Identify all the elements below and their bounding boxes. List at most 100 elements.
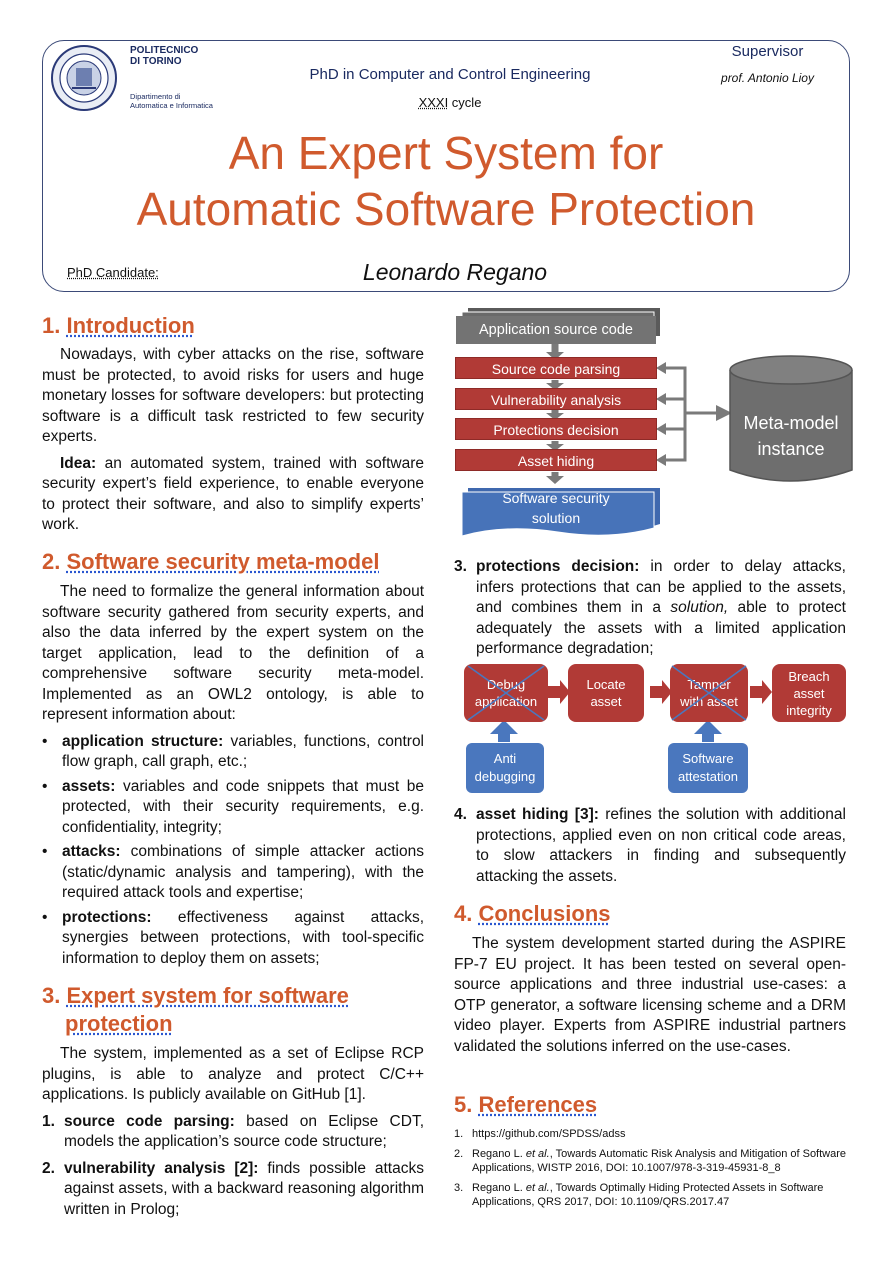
output-solution-card: Software security solution xyxy=(456,488,656,528)
expert-step: 2.vulnerability analysis [2]: finds poss… xyxy=(42,1159,424,1221)
intro-title: Introduction xyxy=(66,313,195,338)
bullet-text: variables and code snippets that must be… xyxy=(62,777,424,836)
poster-title-line2: Automatic Software Protection xyxy=(136,183,756,235)
bullet-text: variables, functions, control flow graph… xyxy=(62,732,425,771)
conclusions-number: 4. xyxy=(454,901,473,926)
db-connector-arrows xyxy=(660,366,718,462)
reference-citation: , Towards Automatic Risk Analysis and Mi… xyxy=(472,1148,847,1174)
node-debug-line1: Debug xyxy=(486,677,526,692)
node-attest-line1: Software xyxy=(682,751,734,766)
meta-paragraph: The need to formalize the general inform… xyxy=(42,583,424,723)
connector-head-vuln xyxy=(656,393,666,405)
header-frame xyxy=(42,40,850,292)
references-list: 1. https://github.com/SPDSS/adss 2. Regano… xyxy=(454,1127,846,1215)
conclusions-paragraph: The system development started during th… xyxy=(454,935,846,1055)
poster-title-line1: An Expert System for xyxy=(228,127,664,179)
meta-text: The need to formalize the general inform… xyxy=(42,582,424,973)
meta-model-database: Meta-model instance xyxy=(730,410,852,462)
step-italic: solution, xyxy=(670,599,729,616)
connector-head-hiding xyxy=(656,454,666,466)
reference-item: 3.Regano L. et al., Towards Optimally Hi… xyxy=(454,1181,846,1209)
connector-parsing xyxy=(660,366,687,462)
cross-tamper-b xyxy=(671,665,747,721)
arrow-debug-to-locate xyxy=(548,680,570,704)
connector-head-parsing xyxy=(656,362,666,374)
step-text: in order to delay attacks, infers protec… xyxy=(476,558,846,616)
reference-link[interactable]: https://github.com/SPDSS/adss xyxy=(472,1128,626,1140)
arrow-head-5 xyxy=(546,476,564,484)
reference-number: 1. xyxy=(454,1128,464,1140)
meta-number: 2. xyxy=(42,549,61,574)
references-title: References xyxy=(478,1092,598,1117)
node-breach-line2: asset xyxy=(793,685,825,701)
step-term: source code parsing: xyxy=(64,1112,235,1130)
cycle-label: XXXI cycle xyxy=(250,95,650,110)
node-anti-line2: debugging xyxy=(474,769,536,784)
intro-number: 1. xyxy=(42,313,61,338)
meta-bullet: assets: variables and code snippets that… xyxy=(42,777,424,839)
candidate-name: Leonardo Regano xyxy=(362,259,548,285)
database-cylinder-body xyxy=(729,370,853,482)
supervisor-label: Supervisor xyxy=(731,43,804,60)
bullet-term: attacks: xyxy=(62,843,121,860)
output-line1: Software security xyxy=(502,490,610,506)
meta-bullet-list: application structure: variables, functi… xyxy=(42,732,424,970)
conclusions-title: Conclusions xyxy=(478,901,611,926)
meta-title: Software security meta-model xyxy=(66,549,380,574)
reference-number: 2. xyxy=(454,1148,464,1160)
bullet-term: assets: xyxy=(62,777,116,795)
cycle-word: cycle xyxy=(448,95,482,110)
conclusions-text: The system development started during th… xyxy=(454,934,846,1057)
cross-marks xyxy=(467,665,747,721)
source-code-card: Application source code xyxy=(456,316,656,344)
node-anti-line1: Anti xyxy=(493,751,517,766)
step-source-parsing: Source code parsing xyxy=(455,357,657,379)
item4-text: 4.asset hiding [3]: refines the solution… xyxy=(454,805,846,893)
expert-text: The system, implemented as a set of Ecli… xyxy=(42,1044,424,1226)
node-locate-line1: Locate xyxy=(586,677,626,692)
database-line1: Meta-model xyxy=(743,413,839,433)
expert-title-line2: protection xyxy=(65,1011,173,1036)
intro-heading: 1. Introduction xyxy=(42,312,195,340)
arrow-head-1 xyxy=(546,352,564,360)
node-tamper-line1: Tamper xyxy=(687,677,731,692)
step-number: 1. xyxy=(42,1112,55,1130)
bullet-term: application structure: xyxy=(62,732,224,750)
reference-citation: , Towards Optimally Hiding Protected Ass… xyxy=(472,1182,824,1208)
step-text: finds possible attacks against assets, w… xyxy=(64,1159,424,1218)
meta-bullet: protections: effectiveness against attac… xyxy=(42,908,424,970)
arrow-locate-to-tamper xyxy=(650,680,672,704)
reference-etal: et al. xyxy=(525,1148,550,1160)
connector-head-db xyxy=(716,405,732,421)
expert-step-list: 1.source code parsing: based on Eclipse … xyxy=(42,1112,424,1221)
output-card-mid xyxy=(461,491,655,537)
step-term: asset hiding [3]: xyxy=(476,806,599,823)
expert-title-line1: Expert system for software xyxy=(66,983,349,1008)
expert-number: 3. xyxy=(42,983,61,1008)
node-software-attestation: Software attestation xyxy=(668,743,748,793)
mitigation-arrows xyxy=(490,720,722,742)
node-attest-line2: attestation xyxy=(678,769,738,784)
intro-paragraph: Nowadays, with cyber attacks on the rise… xyxy=(42,346,424,445)
expert-step-list-cont2: 4.asset hiding [3]: refines the solution… xyxy=(454,805,846,887)
output-line2: solution xyxy=(531,510,581,526)
poster-title: An Expert System for Automatic Software … xyxy=(42,125,850,237)
university-name: POLITECNICO DI TORINO xyxy=(130,45,199,67)
step-number: 3. xyxy=(454,558,467,575)
reference-author: Regano L. xyxy=(472,1148,526,1160)
conclusions-heading: 4. Conclusions xyxy=(454,900,611,928)
arrow-head-4 xyxy=(546,444,564,451)
bullet-text: combinations of simple attacker actions … xyxy=(62,843,424,901)
reference-author: Regano L. xyxy=(472,1182,526,1194)
arrow-tamper-to-breach xyxy=(750,680,772,704)
bullet-text: effectiveness against attacks, synergies… xyxy=(62,908,424,967)
program-name: PhD in Computer and Control Engineering xyxy=(309,66,591,83)
node-breach-line1: Breach xyxy=(788,668,830,684)
expert-step: 1.source code parsing: based on Eclipse … xyxy=(42,1112,424,1153)
university-seal-logo xyxy=(51,45,117,111)
attack-arrows xyxy=(548,680,772,704)
node-tamper-line2: with asset xyxy=(680,694,738,709)
step-number: 2. xyxy=(42,1159,55,1177)
node-anti-debugging: Anti debugging xyxy=(466,743,544,793)
